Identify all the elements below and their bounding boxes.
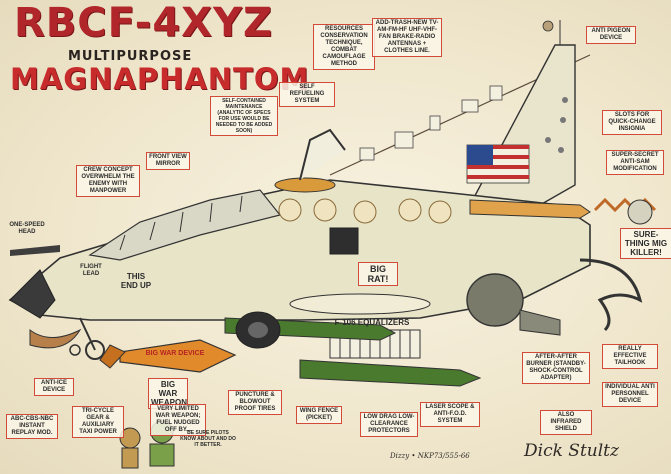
f106-missile-2 [299, 359, 482, 387]
mig-killer-ball [627, 199, 653, 225]
label-self-contained: SELF-CONTAINED MAINTENANCE (ANALYTIC OF … [210, 96, 278, 136]
laundry-sock-2 [489, 85, 503, 101]
tailhook [579, 258, 643, 332]
secondary-signature: Dizzy • NKP73/555-66 [390, 452, 470, 460]
aircraft-name: MAGNAPHANTOM [10, 62, 310, 96]
anti-ice-device [29, 328, 82, 349]
refuel-arm [299, 128, 346, 181]
label-be-sure: BE SURE PILOTS KNOW ABOUT AND DO IT BETT… [180, 430, 236, 448]
anti-sam-spring [593, 197, 657, 213]
label-resources: RESOURCES CONSERVATION TECHNIQUE, COMBAT… [313, 24, 375, 70]
label-anti-pigeon: ANTI PIGEON DEVICE [586, 26, 636, 44]
big-war-bomb [119, 339, 237, 373]
label-anti-ice: ANTI-ICE DEVICE [34, 378, 74, 396]
us-flag [466, 144, 530, 184]
super-secret-missile [469, 199, 591, 219]
laundry-shirt [359, 147, 375, 161]
label-flight-lead: FLIGHT LEAD [80, 264, 102, 277]
air-intake [329, 227, 359, 255]
label-anti-personnel: INDIVIDUAL ANTI PERSONNEL DEVICE [602, 382, 658, 407]
label-front-view: FRONT VIEW MIRROR [146, 152, 190, 170]
label-wing-fence: WING FENCE (PICKET) [296, 406, 342, 424]
tricycle-gear [69, 317, 105, 360]
laundry-sock [429, 115, 441, 131]
label-crew-concept: CREW CONCEPT OVERWHELM THE ENEMY WITH MA… [76, 165, 140, 197]
label-puncture: PUNCTURE & BLOWOUT PROOF TIRES [228, 390, 282, 415]
label-laser-scope: LASER SCOPE & ANTI-F.O.D. SYSTEM [420, 402, 480, 427]
label-one-speed: ONE-SPEED HEAD [9, 222, 45, 235]
label-tricycle: TRI-CYCLE GEAR & AUXILIARY TAXI POWER [72, 406, 124, 438]
fuel-tank [289, 293, 431, 315]
afterburner-nozzle [466, 273, 524, 327]
laundry-shorts [394, 131, 414, 149]
label-also-infrared: ALSO INFRARED SHIELD [540, 410, 592, 435]
label-big-rat: BIG RAT! [358, 262, 398, 286]
aircraft-subtitle: MULTIPURPOSE [68, 49, 193, 64]
label-abc-cbs: ABC-CBS-NBC INSTANT REPLAY MOD. [6, 414, 58, 439]
label-tailhook: REALLY EFFECTIVE TAILHOOK [602, 344, 658, 369]
label-f106: F-106 EQUALIZERS [334, 318, 410, 327]
nose-gun [10, 245, 60, 256]
exhaust-pipe [519, 309, 561, 336]
laundry-towel [461, 99, 479, 113]
label-very-limited: VERY LIMITED WAR WEAPON; FUEL NUDGED OFF… [150, 404, 206, 436]
label-super-secret: SUPER-SECRET ANTI-SAM MODIFICATION [606, 150, 664, 175]
aircraft-title: RBCF-4XYZ [14, 0, 273, 46]
pigeon-device [542, 20, 554, 32]
canopy [88, 189, 282, 261]
refuel-bowl [274, 177, 336, 193]
label-self-refueling: SELF REFUELING SYSTEM [279, 82, 335, 107]
label-slots: SLOTS FOR QUICK-CHANGE INSIGNIA [602, 110, 662, 135]
label-after-burner: AFTER-AFTER BURNER (STANDBY-SHOCK-CONTRO… [522, 352, 590, 384]
fuselage-insignia [278, 198, 452, 224]
label-add-trash: ADD-TRASH-NEW TV-AM-FM-HF UHF-VHF-FAN BR… [372, 18, 442, 57]
bomb-label: BIG WAR DEVICE [145, 350, 205, 357]
nose-cone [9, 269, 56, 319]
label-sure-thing: SURE-THING MIG KILLER! [620, 228, 671, 259]
artist-signature: Dick Stultz [524, 441, 619, 461]
label-this-end-up: THIS END UP [120, 272, 152, 290]
label-low-drag: LOW DRAG LOW-CLEARANCE PROTECTORS [360, 412, 418, 437]
